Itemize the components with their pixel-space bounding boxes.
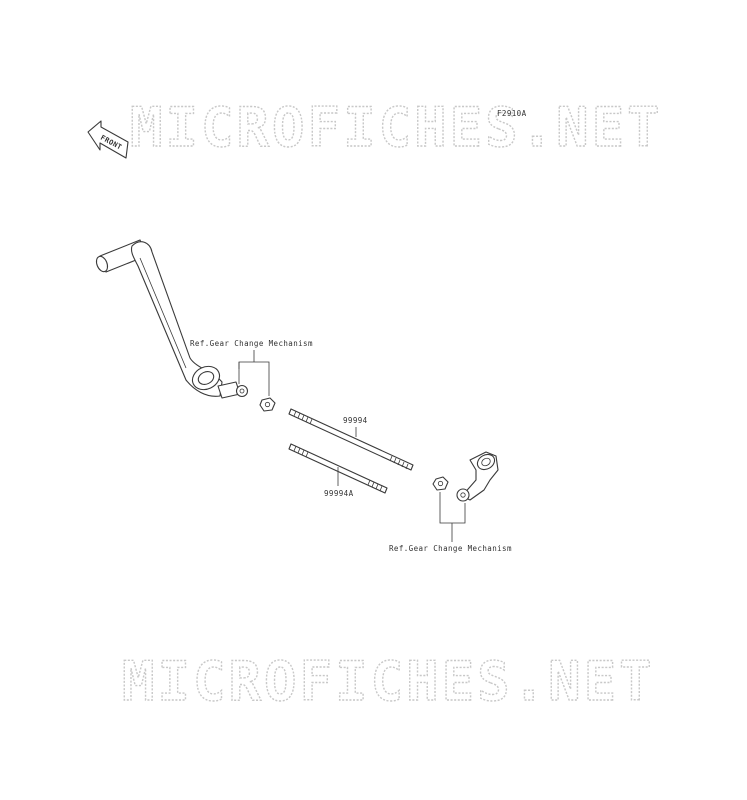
front-arrow-icon: FRONT <box>87 120 129 159</box>
nut-upper <box>259 397 276 412</box>
watermark-bottom: MICROFICHES.NET <box>122 650 655 713</box>
rod-upper-label: 99994 <box>343 416 368 425</box>
ref-top-leader <box>238 350 270 396</box>
rod-lower-label: 99994A <box>324 489 354 498</box>
ref-bottom-leader <box>439 492 466 542</box>
nut-lower <box>432 476 449 491</box>
ref-bottom-label: Ref.Gear Change Mechanism <box>389 544 512 553</box>
shift-lever <box>456 451 499 502</box>
tie-rod-upper <box>288 408 414 471</box>
watermark-top: MICROFICHES.NET <box>130 96 663 159</box>
shift-pedal <box>95 239 249 399</box>
figure-code: F2910A <box>497 109 527 118</box>
ref-top-label: Ref.Gear Change Mechanism <box>190 339 313 348</box>
